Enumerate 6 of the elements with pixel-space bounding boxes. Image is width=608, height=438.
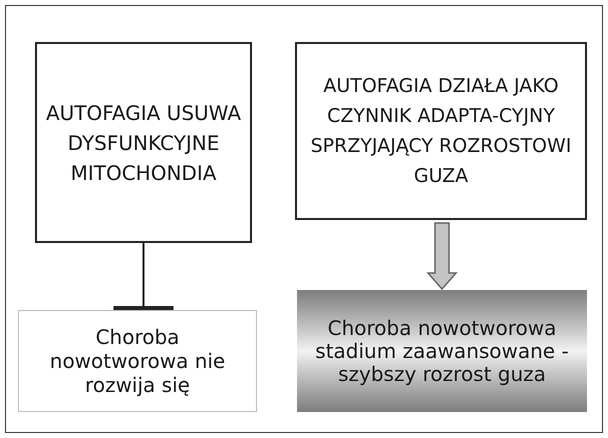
process-box: AUTOFAGIA USUWA DYSFUNKCYJNE MITOCHONDIA — [35, 42, 252, 243]
block-arrow — [426, 222, 458, 290]
process-box: AUTOFAGIA DZIAŁA JAKO CZYNNIK ADAPTA-CYJNY SPRZYJAJĄCY ROZROSTOWI GUZA — [295, 42, 587, 220]
outcome-box: Choroba nowotworowa stadium zaawansowane - szybszy rozrost guza — [297, 290, 587, 412]
outcome-box: Choroba nowotworowa nie rozwija się — [18, 310, 257, 412]
inhibition-line — [114, 243, 174, 310]
